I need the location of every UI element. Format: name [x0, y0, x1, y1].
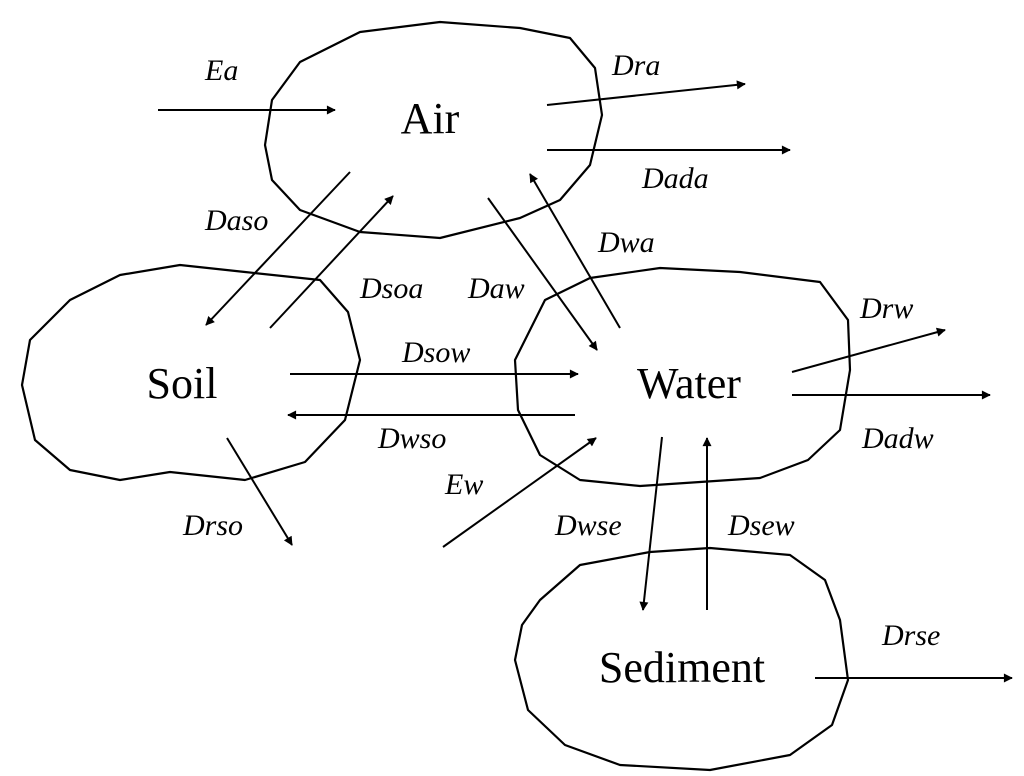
water-label: Water	[637, 359, 741, 408]
drw-label: Drw	[859, 292, 913, 325]
dada-label: Dada	[641, 162, 709, 195]
dra-label: Dra	[611, 49, 660, 82]
dwse-arrow	[639, 436, 663, 611]
dwse-label: Dwse	[554, 509, 622, 542]
daw-arrow	[487, 197, 598, 351]
ew-arrow	[442, 437, 597, 548]
daso-arrow	[205, 171, 351, 326]
drso-arrow	[226, 437, 293, 546]
dsoa-label: Dsoa	[359, 272, 423, 305]
drw-arrow	[791, 327, 946, 373]
sediment-compartment-outline	[513, 546, 850, 772]
water-compartment-outline	[513, 266, 852, 488]
ew-label: Ew	[444, 468, 483, 501]
dwa-label: Dwa	[597, 226, 655, 259]
air-label: Air	[401, 94, 460, 143]
air-compartment-outline	[263, 20, 604, 240]
drse-label: Drse	[881, 619, 940, 652]
dsew-label: Dsew	[727, 509, 795, 542]
sediment-label: Sediment	[599, 643, 765, 692]
dwa-arrow	[529, 173, 621, 329]
soil-compartment-outline	[20, 263, 362, 482]
drso-label: Drso	[182, 509, 243, 542]
dsoa-arrow	[269, 195, 394, 329]
dadw-label: Dadw	[861, 422, 934, 455]
daso-label: Daso	[204, 204, 268, 237]
dwso-label: Dwso	[377, 422, 446, 455]
dra-arrow	[546, 80, 746, 106]
ea-label: Ea	[204, 54, 238, 87]
daw-label: Daw	[467, 272, 525, 305]
dsow-label: Dsow	[401, 336, 470, 369]
soil-label: Soil	[147, 359, 218, 408]
